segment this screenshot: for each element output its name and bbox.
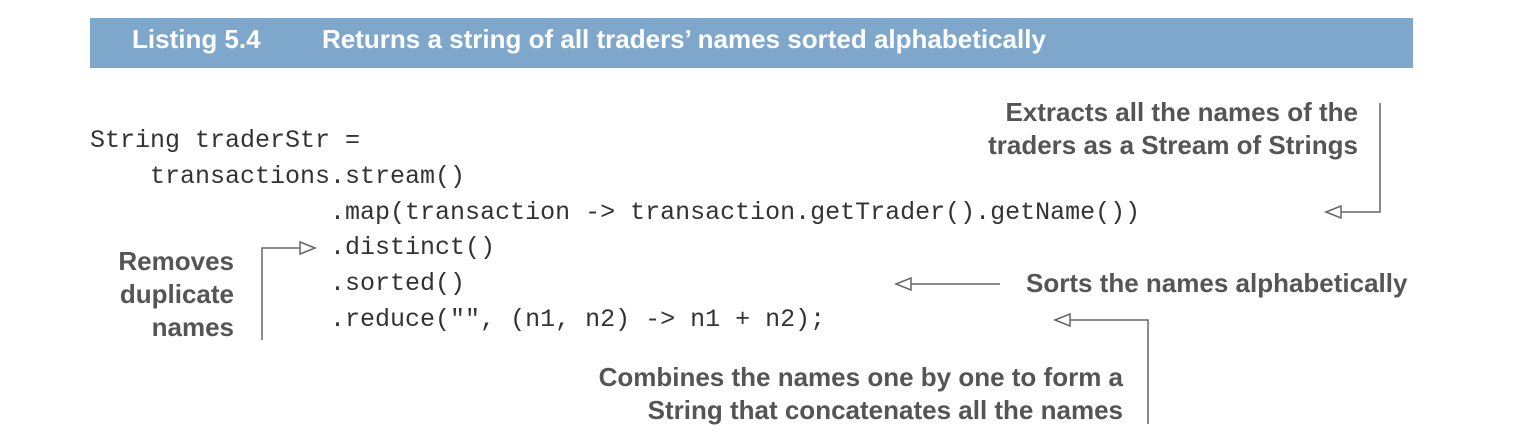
code-line-1: String traderStr = — [90, 126, 361, 155]
arrowhead-removes — [299, 240, 318, 256]
code-line-2: transactions.stream() — [90, 162, 466, 191]
annotation-removes-line-3: names — [151, 312, 234, 342]
code-line-3: .map(transaction -> transaction.getTrade… — [90, 198, 1141, 227]
annotation-removes-line-1: Removes — [118, 246, 234, 276]
listing-label: Listing 5.4 — [132, 24, 261, 54]
annotation-sorts-line-1: Sorts the names alphabetically — [1026, 268, 1408, 298]
annotation-sorts: Sorts the names alphabetically — [1026, 267, 1407, 300]
code-line-4: .distinct() — [90, 233, 496, 262]
annotation-extracts: Extracts all the names of the traders as… — [988, 96, 1358, 162]
annotation-combines: Combines the names one by one to form a … — [599, 361, 1123, 427]
arrowhead-extracts — [1323, 204, 1342, 220]
annotation-extracts-line-1: Extracts all the names of the — [1005, 97, 1358, 127]
annotation-removes: Removes duplicate names — [118, 245, 234, 344]
arrowhead-combines — [1052, 312, 1071, 328]
code-line-6: .reduce("", (n1, n2) -> n1 + n2); — [90, 305, 826, 334]
annotation-combines-line-1: Combines the names one by one to form a — [598, 362, 1123, 392]
annotation-extracts-line-2: traders as a Stream of Strings — [988, 130, 1358, 160]
annotation-removes-line-2: duplicate — [119, 279, 234, 309]
annotation-combines-line-2: String that concatenates all the names — [647, 395, 1123, 425]
arrowhead-sorts — [893, 276, 912, 292]
leader-line-removes — [261, 247, 300, 340]
code-line-5: .sorted() — [90, 269, 466, 298]
leader-line-combines — [1070, 319, 1149, 424]
listing-title: Returns a string of all traders’ names s… — [322, 24, 1046, 54]
listing-header-bar — [90, 18, 1413, 68]
leader-line-extracts — [1341, 103, 1381, 213]
